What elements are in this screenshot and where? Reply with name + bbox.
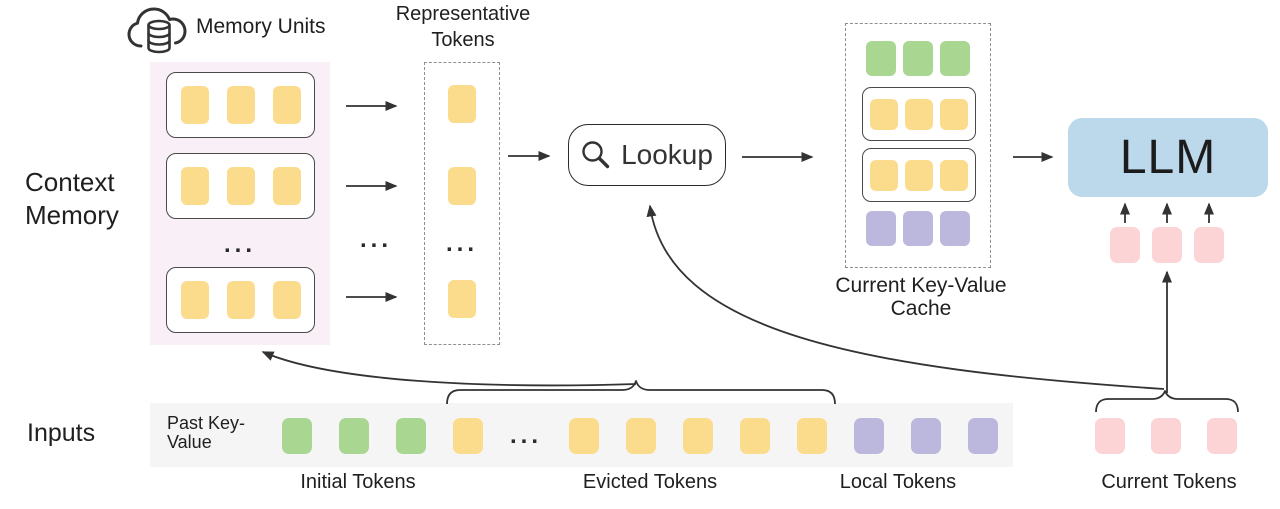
llm-input-token bbox=[1110, 227, 1140, 263]
context-memory-label: Context Memory bbox=[25, 167, 119, 230]
local-tokens-label: Local Tokens bbox=[839, 471, 957, 493]
memory-token bbox=[226, 281, 255, 319]
memory-token bbox=[940, 98, 968, 130]
initial-token bbox=[940, 41, 970, 76]
memory-arrows-ellipsis: ... bbox=[359, 226, 392, 253]
memory-token bbox=[870, 159, 898, 191]
context-memory-panel: ... bbox=[150, 62, 330, 345]
representative-token bbox=[448, 167, 476, 205]
memory-token bbox=[870, 98, 898, 130]
evicted-token bbox=[740, 418, 770, 454]
evicted-token bbox=[453, 418, 483, 454]
inputs-label: Inputs bbox=[27, 419, 96, 447]
representative-token bbox=[448, 280, 476, 318]
memory-unit-row bbox=[166, 72, 315, 138]
cache-initial-row bbox=[846, 41, 990, 76]
evicted-token bbox=[626, 418, 656, 454]
initial-token bbox=[866, 41, 896, 76]
initial-token bbox=[396, 418, 426, 454]
initial-token bbox=[282, 418, 312, 454]
memory-token bbox=[905, 98, 933, 130]
initial-tokens-label: Initial Tokens bbox=[300, 471, 416, 493]
evicted-token-group-right bbox=[569, 418, 827, 454]
representative-tokens-label: Representative Tokens bbox=[395, 3, 531, 51]
kv-cache-box bbox=[845, 23, 991, 268]
memory-token bbox=[226, 86, 255, 124]
search-icon bbox=[582, 141, 610, 169]
representative-tokens-box: ... bbox=[424, 62, 500, 345]
initial-token bbox=[903, 41, 933, 76]
evicted-token bbox=[683, 418, 713, 454]
local-token bbox=[854, 418, 884, 454]
lookup-node: Lookup bbox=[568, 124, 726, 186]
local-token bbox=[968, 418, 998, 454]
cache-local-row bbox=[846, 211, 990, 246]
current-token bbox=[1095, 418, 1125, 454]
past-key-value-label: Past Key-Value bbox=[167, 413, 246, 452]
representative-ellipsis: ... bbox=[445, 229, 478, 257]
current-tokens-brace bbox=[1095, 390, 1239, 413]
evicted-token bbox=[569, 418, 599, 454]
representative-token bbox=[448, 85, 476, 123]
past-kv-token-row: ... bbox=[282, 418, 998, 454]
llm-input-token bbox=[1152, 227, 1182, 263]
cache-memory-unit-row bbox=[862, 87, 976, 141]
lookup-label: Lookup bbox=[621, 139, 713, 170]
memory-token bbox=[226, 167, 255, 205]
memory-units-label: Memory Units bbox=[196, 15, 326, 38]
kv-cache-label: Current Key-Value Cache bbox=[835, 274, 1007, 320]
arrow-evicted-to-memory bbox=[261, 351, 637, 387]
local-token-group bbox=[854, 418, 998, 454]
memory-token bbox=[940, 159, 968, 191]
memory-units-ellipsis: ... bbox=[223, 230, 256, 258]
local-token bbox=[911, 418, 941, 454]
initial-token-group bbox=[282, 418, 426, 454]
current-token bbox=[1207, 418, 1237, 454]
evicted-tokens-label: Evicted Tokens bbox=[582, 471, 718, 493]
memory-unit-row bbox=[166, 153, 315, 219]
memory-token bbox=[272, 86, 301, 124]
memory-unit-row bbox=[166, 267, 315, 333]
evicted-ellipsis: ... bbox=[510, 422, 543, 449]
current-token bbox=[1151, 418, 1181, 454]
memory-token bbox=[905, 159, 933, 191]
evicted-token-group-left bbox=[453, 418, 483, 454]
llm-label: LLM bbox=[1119, 131, 1217, 184]
llm-node: LLM bbox=[1068, 118, 1268, 197]
initial-token bbox=[339, 418, 369, 454]
llm-input-token bbox=[1194, 227, 1224, 263]
memory-token bbox=[272, 167, 301, 205]
evicted-token bbox=[797, 418, 827, 454]
evicted-tokens-brace bbox=[446, 380, 836, 405]
current-tokens-label: Current Tokens bbox=[1101, 471, 1237, 493]
memory-token bbox=[180, 86, 209, 124]
local-token bbox=[903, 211, 933, 246]
memory-token bbox=[180, 281, 209, 319]
cache-memory-unit-row bbox=[862, 148, 976, 202]
local-token bbox=[940, 211, 970, 246]
memory-token bbox=[272, 281, 301, 319]
memory-token bbox=[180, 167, 209, 205]
memory-cloud-icon bbox=[127, 7, 187, 54]
current-token-group bbox=[1095, 418, 1237, 454]
local-token bbox=[866, 211, 896, 246]
